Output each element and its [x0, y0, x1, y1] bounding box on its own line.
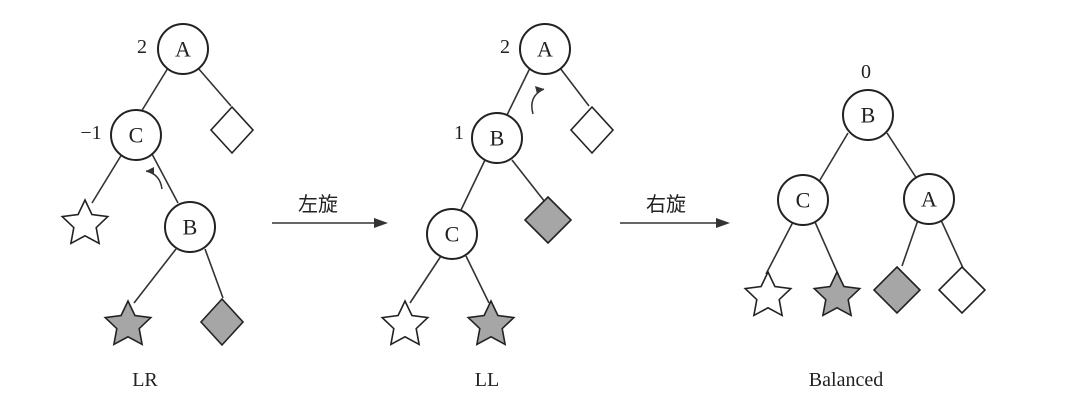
operation-label: 左旋 [298, 192, 338, 216]
edge-a-diamond [559, 67, 590, 107]
balance-factor: 2 [137, 36, 147, 58]
node-a: A [157, 23, 209, 75]
edge-b-c [460, 159, 486, 211]
balance-factor: 2 [500, 36, 510, 58]
edge-b-c [816, 132, 849, 186]
edge-c-star [91, 153, 123, 204]
node-label: B [490, 126, 505, 151]
node-label: A [537, 37, 553, 62]
edge-c-star [465, 255, 490, 304]
node-b: B [164, 201, 216, 253]
rotation-arrowhead-icon [146, 167, 154, 175]
star-icon [466, 299, 516, 346]
balance-factor: −1 [80, 122, 101, 144]
star-icon [380, 299, 430, 346]
star-icon [60, 198, 110, 245]
diamond-icon [199, 297, 245, 347]
diamond-icon [523, 195, 573, 245]
node-b: B [471, 112, 523, 164]
edge-a-c [140, 67, 169, 113]
node-b: B [842, 89, 894, 141]
panel-caption: LL [475, 369, 499, 391]
edge-b-a [886, 132, 918, 180]
panel-lr: A 2 C −1 B LR [60, 23, 255, 391]
arrow-right-icon [374, 218, 388, 228]
node-label: C [796, 188, 811, 213]
balance-factor: 0 [861, 61, 871, 83]
node-a: A [903, 173, 955, 225]
diamond-icon [569, 105, 615, 155]
node-label: B [861, 103, 876, 128]
edge-a-b [506, 67, 531, 116]
node-label: A [921, 187, 937, 212]
edge-c-star [765, 221, 794, 275]
operation-label: 右旋 [646, 192, 686, 216]
node-c: C [777, 174, 829, 226]
node-label: C [445, 222, 460, 247]
edge-a-diamond [901, 219, 919, 267]
star-icon [812, 270, 862, 317]
node-label: C [129, 123, 144, 148]
edge-c-star [409, 255, 442, 304]
node-label: B [183, 215, 198, 240]
edge-b-diamond [511, 159, 546, 203]
edge-c-star [814, 221, 839, 275]
operation-left-rotate: 左旋 [272, 192, 388, 228]
panel-ll: A 2 B 1 C LL [380, 23, 615, 391]
rotation-arrowhead-icon [535, 86, 544, 94]
node-c: C [426, 208, 478, 260]
node-c: C [110, 109, 162, 161]
star-icon [103, 299, 153, 346]
edge-b-star [133, 248, 177, 304]
panel-caption: Balanced [809, 369, 883, 391]
diamond-icon [209, 105, 255, 155]
balance-factor: 1 [454, 122, 464, 144]
star-icon [743, 270, 793, 317]
arrow-right-icon [716, 218, 730, 228]
operation-right-rotate: 右旋 [620, 192, 730, 228]
panel-caption: LR [132, 369, 158, 391]
edge-b-diamond [204, 248, 224, 299]
node-label: A [175, 37, 191, 62]
node-a: A [519, 23, 571, 75]
edge-a-diamond [940, 219, 964, 269]
diamond-icon [937, 265, 987, 315]
edge-a-diamond [197, 67, 232, 107]
edge-c-b [151, 153, 179, 204]
panel-balanced: 0 B C A Balanced [743, 61, 987, 391]
diamond-icon [872, 265, 922, 315]
